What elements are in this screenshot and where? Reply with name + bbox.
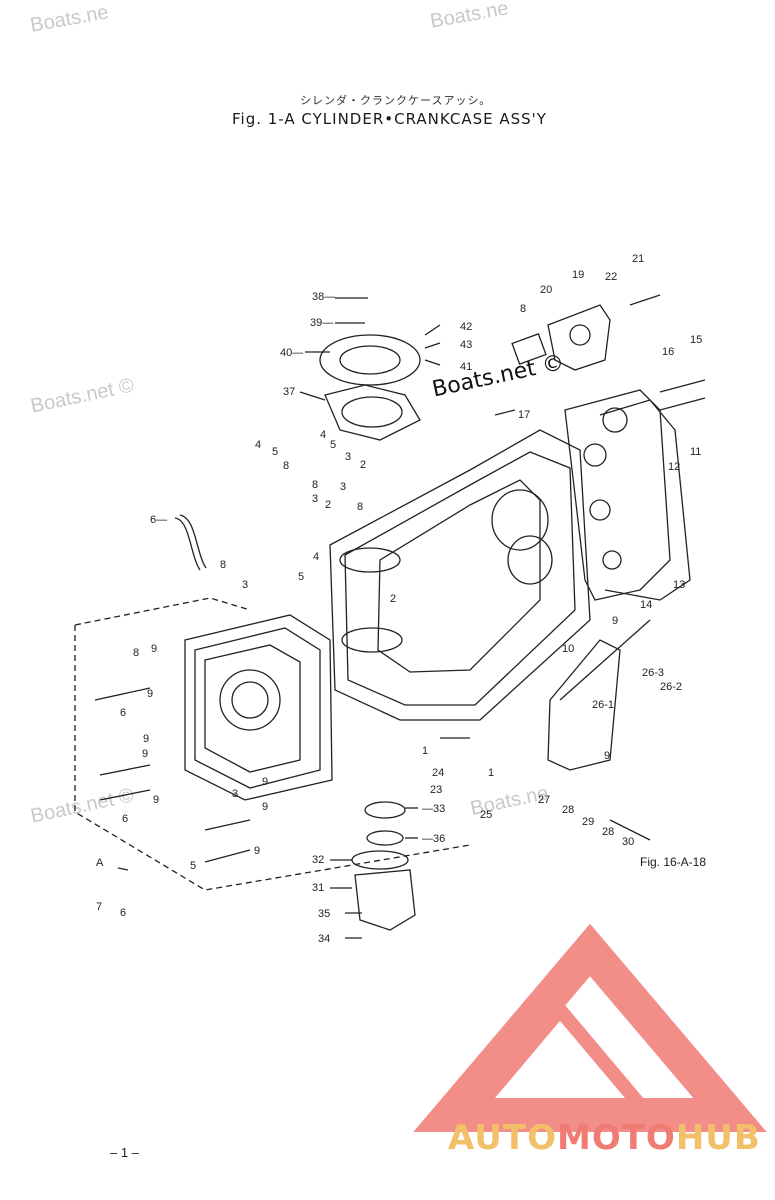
callout-38: 38— xyxy=(312,291,335,303)
callout-2b: 2 xyxy=(325,499,331,511)
callout-35: 35 xyxy=(318,908,330,920)
callout-13: 13 xyxy=(673,579,685,591)
callout-8d: 8 xyxy=(357,501,363,513)
automotohub-logo-icon xyxy=(413,923,767,1132)
callout-26-1: 26-1 xyxy=(592,699,614,711)
callout-24: 24 xyxy=(432,767,444,779)
callout-9j: 9 xyxy=(254,845,260,857)
callout-4b: 4 xyxy=(320,429,326,441)
callout-11: 11 xyxy=(690,446,701,458)
callout-8e: 8 xyxy=(220,559,226,571)
callout-5c: 5 xyxy=(298,571,304,583)
callout-3e: 3 xyxy=(232,788,238,800)
callout-12: 12 xyxy=(668,461,680,473)
callout-37: 37 xyxy=(283,386,295,398)
callout-9b: 9 xyxy=(604,750,610,762)
brand-wordmark: AUTOMOTOHUB xyxy=(448,1118,761,1158)
callout-1b: 1 xyxy=(488,767,494,779)
callout-31: 31 xyxy=(312,882,324,894)
callout-39: 39— xyxy=(310,317,333,329)
callout-7: 7 xyxy=(96,901,102,913)
callout-A: A xyxy=(96,857,104,869)
callout-28a: 28 xyxy=(562,804,574,816)
page-title: Fig. 1-A CYLINDER•CRANKCASE ASS'Y xyxy=(232,110,547,128)
callout-9a: 9 xyxy=(612,615,618,627)
callout-28b: 28 xyxy=(602,826,614,838)
callout-6a: 6— xyxy=(150,514,167,526)
callout-25: 25 xyxy=(480,809,492,821)
callout-26-2: 26-2 xyxy=(660,681,682,693)
callout-6b: 6 xyxy=(120,707,126,719)
callout-9i: 9 xyxy=(262,801,268,813)
callout-21: 21 xyxy=(632,253,644,265)
callout-16: 16 xyxy=(662,346,674,358)
callout-14: 14 xyxy=(640,599,652,611)
callout-30: 30 xyxy=(622,836,634,848)
callout-33: —33 xyxy=(422,803,445,815)
callout-29: 29 xyxy=(582,816,594,828)
callout-42: 42 xyxy=(460,321,472,333)
callout-9f: 9 xyxy=(142,748,148,760)
brand-part-moto: MOTO xyxy=(556,1118,676,1158)
callout-4a: 4 xyxy=(255,439,261,451)
callout-22: 22 xyxy=(605,271,617,283)
callout-9e: 9 xyxy=(143,733,149,745)
diagram-linework xyxy=(74,294,706,939)
callout-2c: 2 xyxy=(390,593,396,605)
callout-2a: 2 xyxy=(360,459,366,471)
callout-5d: 5 xyxy=(190,860,196,872)
figure-reference-link[interactable]: Fig. 16-A-18 xyxy=(640,855,707,869)
callout-8b: 8 xyxy=(283,460,289,472)
callout-6c: 6 xyxy=(122,813,128,825)
callout-10: 10 xyxy=(562,643,574,655)
callout-9g: 9 xyxy=(153,794,159,806)
callout-26-3: 26-3 xyxy=(642,667,664,679)
callout-8a: 8 xyxy=(520,303,526,315)
callout-15: 15 xyxy=(690,334,702,346)
callout-1a: 1 xyxy=(422,745,428,757)
callout-6d: 6 xyxy=(120,907,126,919)
brand-part-auto: AUTO xyxy=(448,1118,557,1158)
callout-34: 34 xyxy=(318,933,330,945)
callout-9c: 9 xyxy=(151,643,157,655)
callout-labels: 38— 39— 40— 37 42 43 41 8 20 19 22 21 16… xyxy=(96,253,702,945)
callout-5a: 5 xyxy=(272,446,278,458)
callout-17: 17 xyxy=(518,409,530,421)
callout-4c: 4 xyxy=(313,551,319,563)
callout-9h: 9 xyxy=(262,776,268,788)
page-number: – 1 – xyxy=(110,1145,139,1160)
callout-3b: 3 xyxy=(312,493,318,505)
callout-32: 32 xyxy=(312,854,324,866)
callout-41: 41 xyxy=(460,361,472,373)
callout-27: 27 xyxy=(538,794,550,806)
callout-36: —36 xyxy=(422,833,445,845)
callout-3a: 3 xyxy=(345,451,351,463)
callout-8c: 8 xyxy=(312,479,318,491)
callout-3c: 3 xyxy=(340,481,346,493)
callout-9d: 9 xyxy=(147,688,153,700)
brand-part-hub: HUB xyxy=(675,1118,761,1158)
callout-40: 40— xyxy=(280,347,303,359)
callout-3d: 3 xyxy=(242,579,248,591)
callout-19: 19 xyxy=(572,269,584,281)
callout-20: 20 xyxy=(540,284,552,296)
callout-43: 43 xyxy=(460,339,472,351)
callout-23: 23 xyxy=(430,784,442,796)
callout-5b: 5 xyxy=(330,439,336,451)
callout-8f: 8 xyxy=(133,647,139,659)
title-japanese: シレンダ・クランクケースアッシ。 xyxy=(300,95,492,107)
